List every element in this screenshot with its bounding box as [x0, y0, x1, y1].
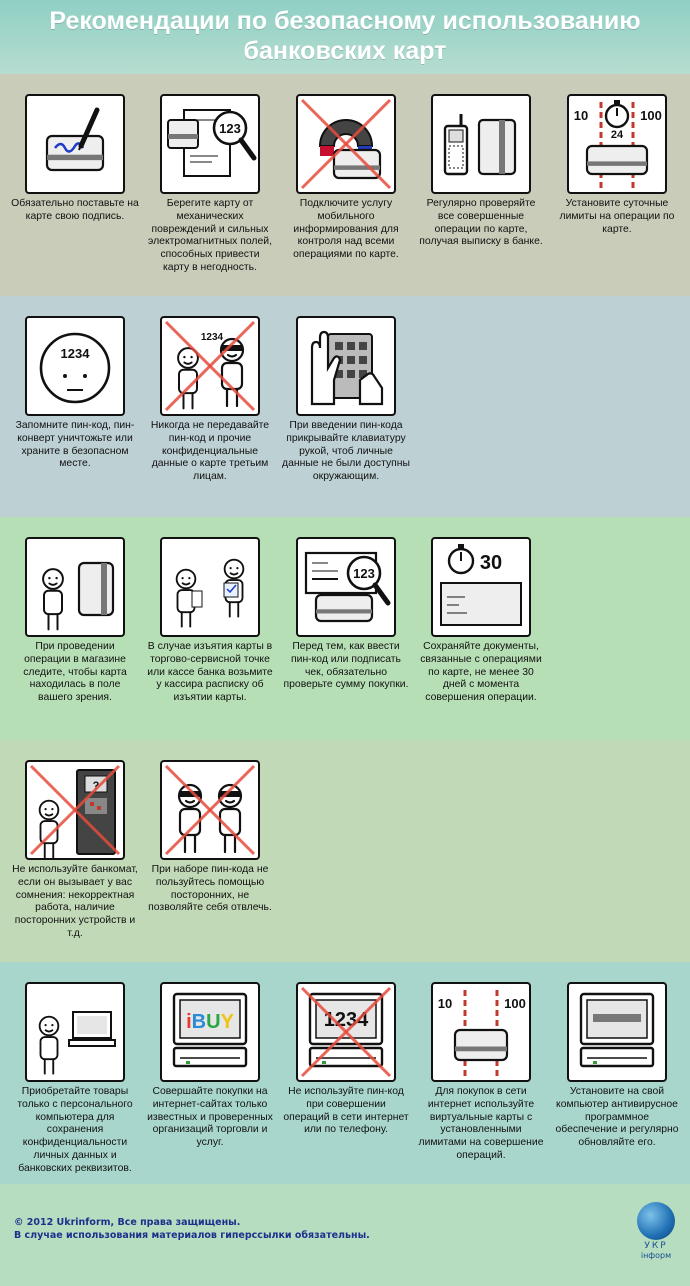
tip-caption: Приобретайте товары только с персонально…: [17, 1086, 133, 1174]
svg-text:1234: 1234: [201, 332, 224, 343]
svg-text:123: 123: [353, 566, 375, 581]
title-line-2: банковских карт: [243, 37, 447, 65]
tip-caption: Никогда не передавайте пин-код и прочие …: [150, 420, 270, 483]
limit-timer-icon: 10 100 24: [567, 94, 667, 194]
globe-logo-icon: [637, 1202, 675, 1240]
tip-caption: Установите на свой компьютер антивирусно…: [555, 1086, 679, 1149]
card-signature-icon: [25, 94, 125, 194]
phone-card-icon: [431, 94, 531, 194]
section-band: Обязательно поставьте на карте свою подп…: [0, 74, 690, 296]
computer-pin-icon: 1234: [296, 982, 396, 1082]
svg-text:1234: 1234: [324, 1009, 369, 1031]
title-line-1: Рекомендации по безопасному использовани…: [49, 7, 641, 35]
thief-people-icon: [160, 760, 260, 860]
card-magnifier-icon: 123: [160, 94, 260, 194]
usage-notice-text: В случае использования материалов гиперс…: [14, 1230, 370, 1241]
tip-caption: При введении пин-кода прикрывайте клавиа…: [282, 420, 410, 483]
tip-caption: Для покупок в сети интернет используйте …: [418, 1086, 544, 1161]
person-card-icon: [25, 537, 125, 637]
svg-text:1234: 1234: [61, 346, 91, 361]
section-band: ? Не используйте банкомат, если он вызыв…: [0, 740, 690, 962]
virtual-card-limit-icon: 10 100: [431, 982, 531, 1082]
person-atm-icon: ?: [25, 760, 125, 860]
tip-caption: Перед тем, как ввести пин-код или подпис…: [283, 641, 409, 691]
section-band: 1234 Запомните пин-код, пин-конверт унич…: [0, 296, 690, 517]
svg-text:10: 10: [574, 108, 588, 123]
magnet-card-icon: [296, 94, 396, 194]
tip-caption: Регулярно проверяйте все совершенные опе…: [419, 198, 543, 248]
tip-caption: Не используйте пин-код при совершении оп…: [283, 1086, 409, 1136]
computer-antivirus-icon: [567, 982, 667, 1082]
people-receipt-icon: [160, 537, 260, 637]
svg-text:100: 100: [504, 996, 526, 1011]
section-band: При проведении операции в магазине следи…: [0, 517, 690, 740]
timer-documents-icon: 30: [431, 537, 531, 637]
footer-text: © 2012 Ukrinform, Все права защищены. В …: [14, 1216, 370, 1242]
tip-caption: Совершайте покупки на интернет-сайтах то…: [147, 1086, 273, 1149]
person-computer-icon: [25, 982, 125, 1082]
tip-caption: Запомните пин-код, пин-конверт уничтожьт…: [15, 420, 135, 470]
tip-caption: Установите суточные лимиты на операции п…: [559, 198, 675, 235]
footer: © 2012 Ukrinform, Все права защищены. В …: [0, 1184, 690, 1286]
tip-caption: В случае изъятия карты в торгово-сервисн…: [147, 641, 273, 704]
tip-caption: Сохраняйте документы, связанные с операц…: [420, 641, 542, 704]
tip-caption: Обязательно поставьте на карте свою подп…: [11, 198, 139, 222]
svg-text:100: 100: [640, 108, 662, 123]
ukrinform-logo: УКР інформ: [636, 1202, 676, 1260]
tip-caption: При наборе пин-кода не пользуйтесь помощ…: [148, 864, 272, 914]
hand-keypad-icon: [296, 316, 396, 416]
logo-line-2: інформ: [640, 1251, 672, 1260]
svg-text:10: 10: [438, 996, 452, 1011]
svg-text:?: ?: [93, 780, 100, 792]
svg-text:iBUY: iBUY: [186, 1011, 234, 1033]
tip-caption: Не используйте банкомат, если он вызывае…: [12, 864, 138, 939]
receipt-magnifier-icon: 123: [296, 537, 396, 637]
page-title: Рекомендации по безопасному использовани…: [0, 0, 690, 74]
section-band: Приобретайте товары только с персонально…: [0, 962, 690, 1184]
person-remember-pin-icon: 1234: [25, 316, 125, 416]
tip-caption: Берегите карту от механических поврежден…: [148, 198, 272, 273]
tip-caption: Подключите услугу мобильного информирова…: [293, 198, 399, 261]
svg-text:30: 30: [480, 552, 502, 574]
copyright-text: © 2012 Ukrinform, Все права защищены.: [14, 1217, 241, 1228]
svg-text:24: 24: [611, 129, 624, 141]
computer-ibuy-icon: iBUY: [160, 982, 260, 1082]
tip-caption: При проведении операции в магазине следи…: [23, 641, 127, 704]
svg-text:123: 123: [219, 121, 241, 136]
pin-share-people-icon: 1234: [160, 316, 260, 416]
logo-line-1: УКР: [644, 1241, 668, 1251]
